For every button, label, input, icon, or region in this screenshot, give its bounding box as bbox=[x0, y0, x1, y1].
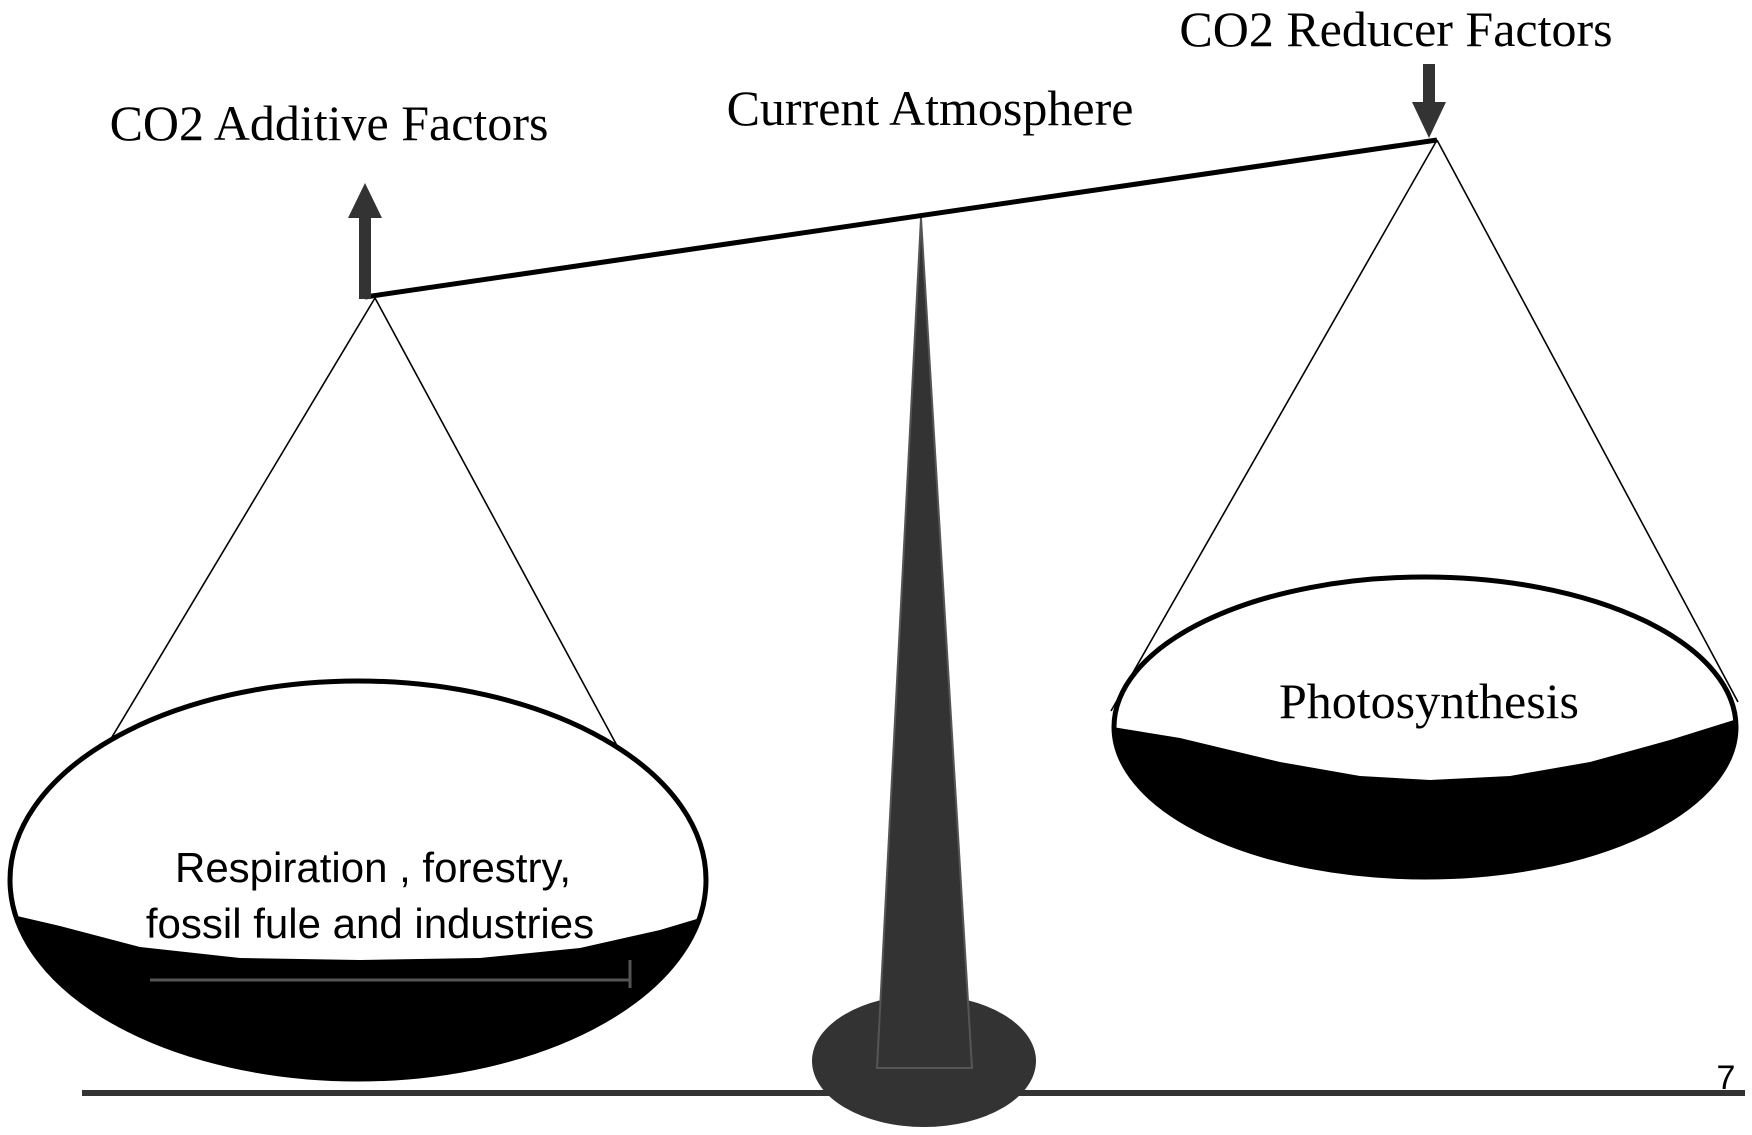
down-arrow-icon bbox=[1412, 64, 1446, 138]
stand-column bbox=[875, 217, 974, 1069]
up-arrow-icon bbox=[348, 183, 382, 299]
right-pan-label: Photosynthesis bbox=[1279, 673, 1579, 729]
page-number: 7 bbox=[1717, 1059, 1736, 1097]
reducer-factors-label: CO2 Reducer Factors bbox=[1179, 1, 1612, 57]
additive-factors-label: CO2 Additive Factors bbox=[110, 95, 549, 151]
left-pan-label-line1: Respiration , forestry, bbox=[175, 844, 571, 891]
left-pan-label-line2: fossil fule and industries bbox=[146, 900, 594, 947]
right-pan bbox=[1111, 574, 1739, 880]
current-atmosphere-label: Current Atmosphere bbox=[727, 80, 1134, 136]
right-pan-string-right bbox=[1436, 139, 1739, 703]
balance-beam bbox=[364, 137, 1438, 300]
right-pan-string-left bbox=[1110, 139, 1438, 712]
